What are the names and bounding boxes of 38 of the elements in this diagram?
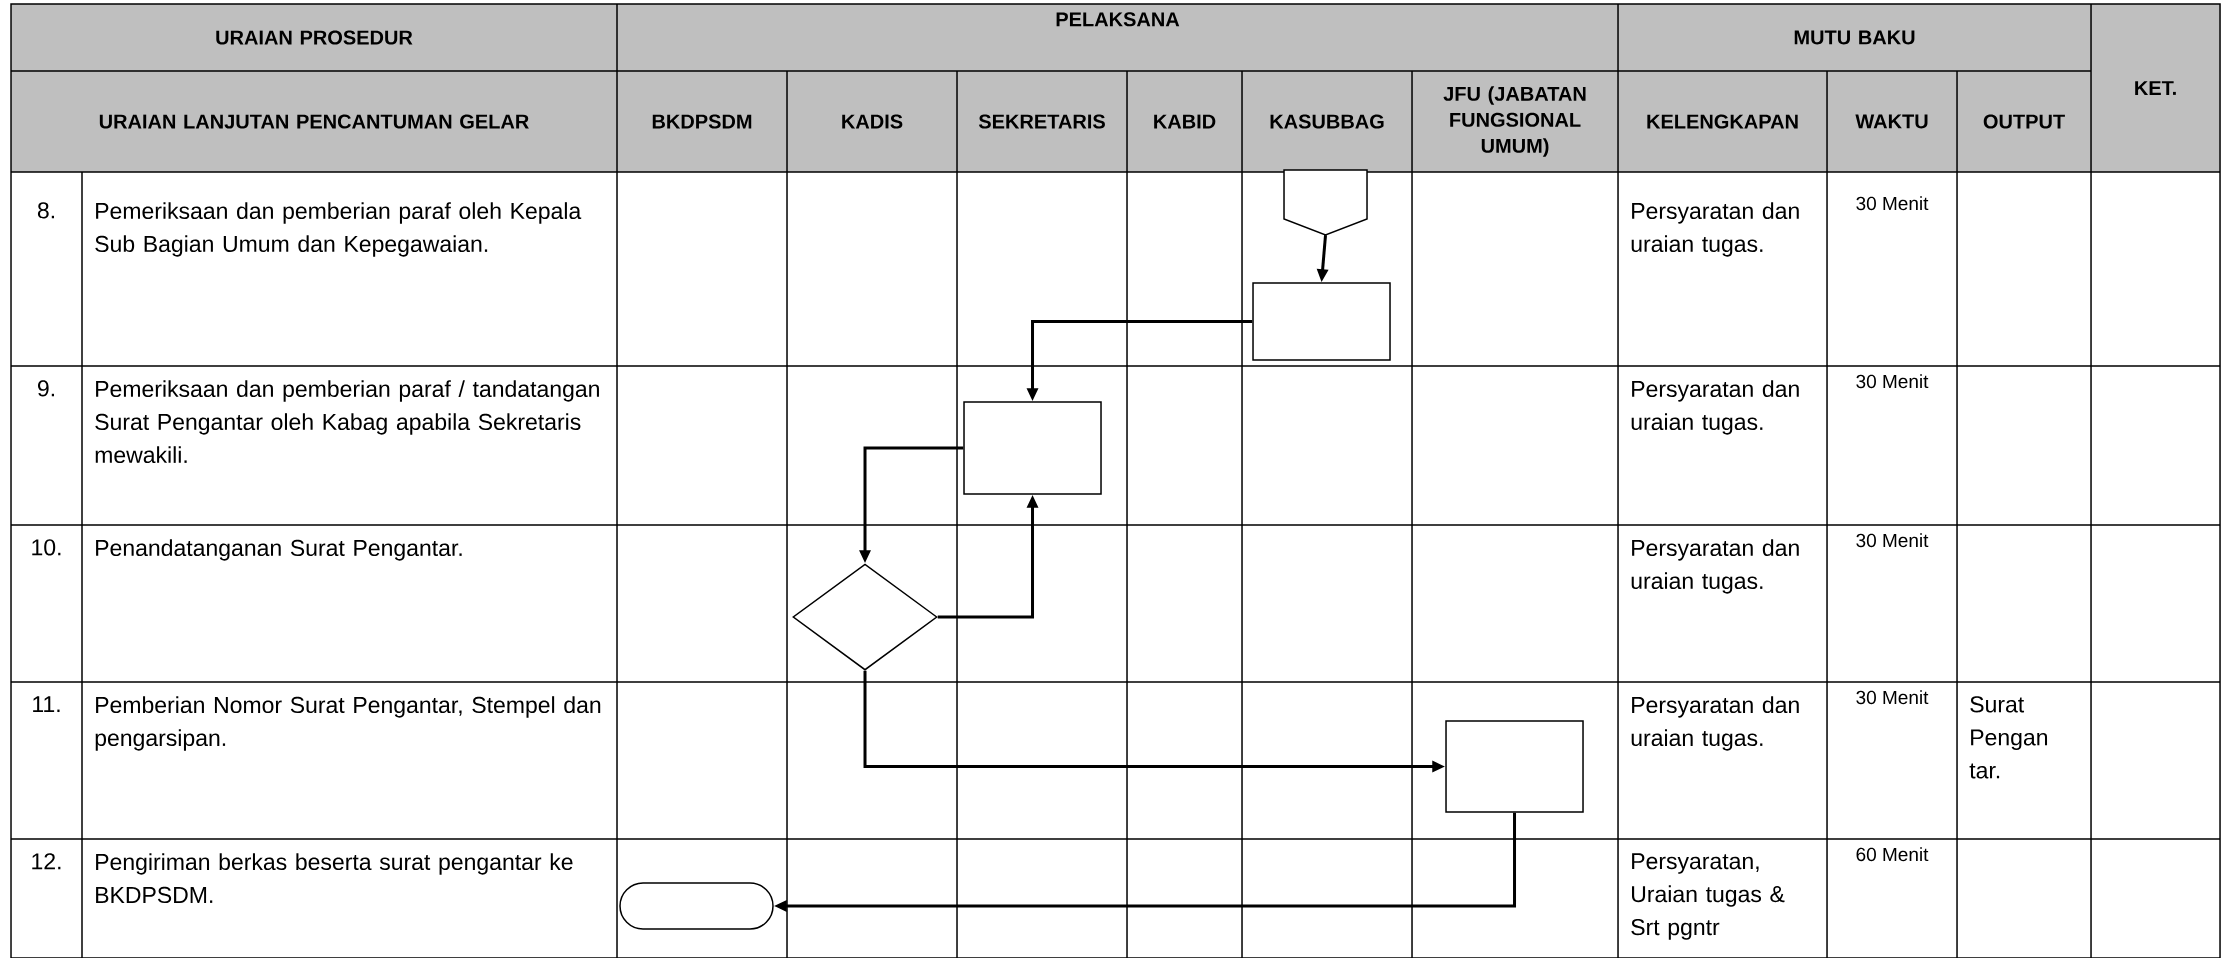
step-description: Pemeriksaan dan pemberian paraf / tandatangan Surat Pengantar oleh Kabag apabila Sekretaris mewakili. [95,380,599,464]
off-page-connector [1283,169,1368,236]
column-header: WAKTU [1855,114,1928,129]
requirement-text: Persyaratan dan uraian tugas. [1631,380,1799,435]
column-header: KASUBBAG [1270,114,1384,129]
terminator [619,882,774,930]
column-header: JFU (JABATAN FUNGSIONAL UMUM) [1443,86,1586,157]
duration-text: 30 Menit [1856,690,1929,705]
process-box [1252,282,1391,361]
output-text: Surat Pengan tar. [1969,696,2048,779]
step-description: Pemberian Nomor Surat Pengantar, Stempel dan pengarsipan. [95,696,601,751]
column-header: KELENGKAPAN [1647,114,1798,129]
column-header: KADIS [842,114,903,129]
step-description: Pemeriksaan dan pemberian paraf oleh Kepala Sub Bagian Umum dan Kepegawaian. [95,202,582,257]
column-header: OUTPUT [1983,114,2065,129]
process-box [963,401,1102,495]
decision-diamond [792,563,938,671]
column-header: SEKRETARIS [978,114,1105,129]
column-header: PELAKSANA [1056,12,1180,27]
step-number: 10. [32,539,61,556]
step-description: Penandatanganan Surat Pengantar. [96,539,462,561]
duration-text: 30 Menit [1856,533,1929,548]
duration-text: 60 Menit [1856,847,1929,862]
column-header: URAIAN LANJUTAN PENCANTUMAN GELAR [99,114,529,129]
step-number: 11. [33,696,60,713]
step-number: 12. [32,853,61,870]
duration-text: 30 Menit [1856,196,1929,211]
process-box [1445,720,1584,813]
requirement-text: Persyaratan dan uraian tugas. [1631,539,1799,594]
step-number: 8. [37,202,54,219]
column-header: MUTU BAKU [1794,30,1915,45]
column-header: BKDPSDM [652,114,752,129]
step-number: 9. [38,380,54,397]
requirement-text: Persyaratan, Uraian tugas & Srt pgntr [1631,853,1785,940]
duration-text: 30 Menit [1856,374,1929,389]
column-header: URAIAN PROSEDUR [216,30,413,45]
column-header: KET. [2135,81,2176,95]
requirement-text: Persyaratan dan uraian tugas. [1631,202,1799,257]
